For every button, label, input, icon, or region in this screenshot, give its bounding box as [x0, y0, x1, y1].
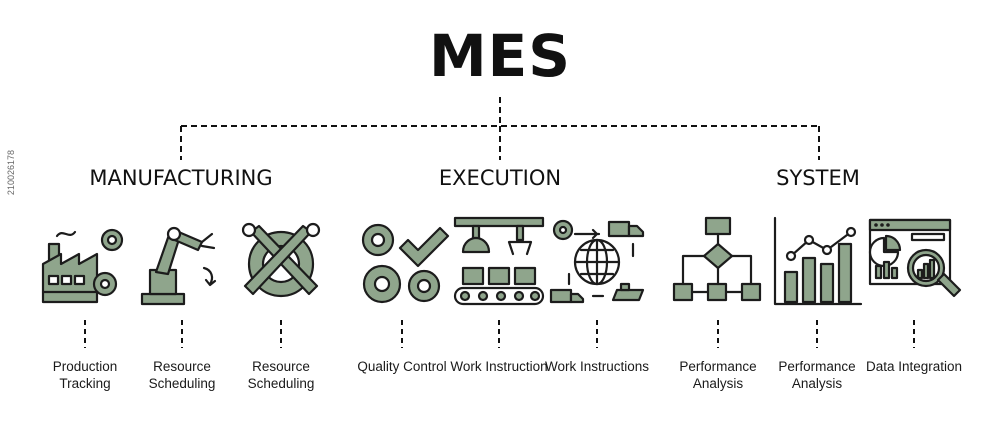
category-manufacturing: MANUFACTURING: [89, 166, 273, 190]
label-performance-analysis-2: Performance Analysis: [778, 359, 856, 391]
bar-line-chart-icon: [773, 216, 863, 306]
robotic-arm-icon: [140, 226, 217, 306]
label-data-integration: Data Integration: [865, 359, 963, 374]
factory-gears-icon: [41, 228, 124, 304]
label-performance-analysis-1: Performance Analysis: [679, 359, 757, 391]
category-system: SYSTEM: [776, 166, 860, 190]
flowchart-icon: [672, 216, 762, 302]
page-title: MES: [428, 22, 572, 90]
label-production-tracking: Production Tracking: [52, 359, 118, 391]
category-execution: EXECUTION: [438, 166, 562, 190]
global-logistics-icon: [549, 219, 645, 304]
label-work-instruction: Work Instruction: [450, 359, 548, 374]
stock-id: 210026178: [6, 150, 16, 196]
browser-magnifier-icon: [868, 218, 962, 298]
label-resource-scheduling-2: Resource Scheduling: [247, 359, 315, 391]
conveyor-robot-icon: [453, 216, 545, 306]
wrench-gear-icon: [241, 222, 321, 298]
gears-checkmark-icon: [361, 223, 450, 304]
label-quality-control: Quality Control: [357, 359, 447, 374]
label-resource-scheduling-1: Resource Scheduling: [148, 359, 216, 391]
label-work-instructions: Work Instructions: [544, 359, 650, 374]
